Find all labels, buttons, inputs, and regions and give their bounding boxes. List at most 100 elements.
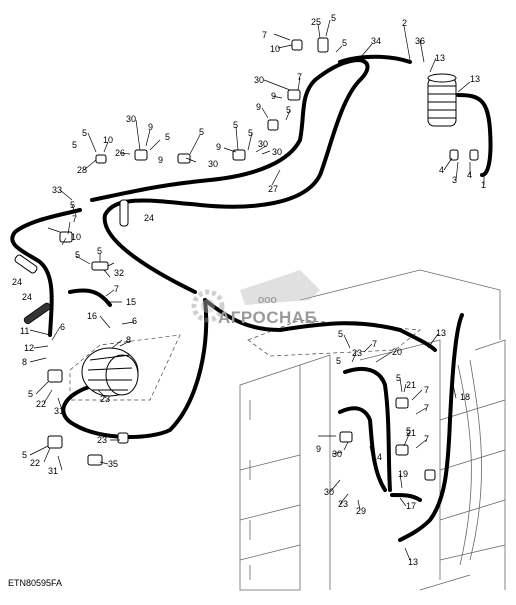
hose-33 — [10, 208, 82, 337]
callout-label: 1 — [481, 180, 486, 190]
callout-label: 17 — [406, 501, 416, 511]
watermark-prefix: ООО — [258, 296, 277, 305]
callout-label: 18 — [460, 392, 470, 402]
callout-label: 30 — [324, 487, 334, 497]
callout-label: 33 — [52, 185, 62, 195]
callout-label: 24 — [22, 292, 32, 302]
callout-label: 2 — [402, 18, 407, 28]
callout-label: 30 — [208, 159, 218, 169]
callout-label: 5 — [233, 120, 238, 130]
callout-label: 13 — [470, 74, 480, 84]
watermark-logo — [191, 270, 320, 323]
callout-label: 29 — [356, 506, 366, 516]
callout-label: 24 — [12, 277, 22, 287]
callout-label: 13 — [436, 328, 446, 338]
callout-label: 22 — [36, 399, 46, 409]
callout-label: 5 — [248, 128, 253, 138]
sleeve-24-a — [119, 199, 129, 227]
callout-label: 35 — [108, 459, 118, 469]
callout-label: 9 — [316, 444, 321, 454]
callout-label: 4 — [439, 165, 444, 175]
callout-label: 4 — [467, 170, 472, 180]
callout-label: 21 — [406, 428, 416, 438]
callout-label: 30 — [332, 449, 342, 459]
hose-1 — [456, 93, 493, 177]
callout-label: 13 — [435, 53, 445, 63]
hose-15 — [68, 288, 112, 307]
callout-label: 7 — [424, 434, 429, 444]
callout-label: 24 — [144, 213, 154, 223]
callout-label: 7 — [114, 284, 119, 294]
callout-label: 23 — [97, 435, 107, 445]
hose-27 — [90, 58, 370, 294]
callout-label: 10 — [71, 232, 81, 242]
hose-17 — [390, 493, 422, 502]
callout-label: 10 — [270, 44, 280, 54]
callout-label: 9 — [158, 155, 163, 165]
callout-label: 6 — [132, 316, 137, 326]
receiver-drier-2 — [427, 73, 457, 127]
callout-label: 5 — [406, 426, 411, 436]
callout-label: 7 — [297, 72, 302, 82]
callout-label: 5 — [396, 373, 401, 383]
watermark-text: АГРОСНАБ — [218, 308, 318, 327]
hose-20 — [343, 366, 392, 492]
callout-label: 7 — [72, 214, 77, 224]
callout-label: 12 — [24, 343, 34, 353]
callout-label: 3 — [452, 175, 457, 185]
compressor — [81, 347, 139, 397]
callout-labels: 7 25 5 10 5 34 2 36 13 30 7 13 9 9 5 30 … — [12, 13, 486, 567]
callout-label: 21 — [406, 380, 416, 390]
clamps — [47, 37, 479, 481]
hose-18 — [398, 313, 464, 542]
callout-label: 34 — [371, 36, 381, 46]
callout-label: 30 — [254, 75, 264, 85]
hose-upper-right — [203, 298, 437, 352]
callout-label: 8 — [22, 357, 27, 367]
callout-label: 14 — [372, 452, 382, 462]
callout-label: 31 — [48, 466, 58, 476]
callout-label: 5 — [28, 389, 33, 399]
callout-label: 19 — [398, 469, 408, 479]
callout-label: 13 — [408, 557, 418, 567]
sleeve-24-c — [23, 302, 51, 325]
callout-label: 5 — [22, 450, 27, 460]
callout-label: 5 — [75, 250, 80, 260]
callout-label: 8 — [126, 335, 131, 345]
callout-label: 30 — [258, 139, 268, 149]
figure-code: ETN80595FA — [8, 578, 63, 588]
callout-label: 23 — [338, 499, 348, 509]
callout-label: 5 — [286, 105, 291, 115]
callout-label: 32 — [114, 268, 124, 278]
callout-label: 28 — [77, 165, 87, 175]
sleeve-24-b — [14, 254, 38, 274]
callout-label: 15 — [126, 297, 136, 307]
callout-label: 23 — [100, 394, 110, 404]
callout-label: 31 — [54, 406, 64, 416]
callout-label: 22 — [30, 458, 40, 468]
callout-label: 30 — [272, 147, 282, 157]
hose-34 — [338, 54, 412, 64]
callout-label: 36 — [415, 36, 425, 46]
components — [14, 37, 479, 481]
callout-label: 5 — [342, 38, 347, 48]
callout-label: 5 — [199, 127, 204, 137]
callout-label: 5 — [338, 329, 343, 339]
callout-label: 26 — [115, 148, 125, 158]
callout-label: 9 — [148, 122, 153, 132]
callout-label: 5 — [97, 246, 102, 256]
callout-label: 5 — [336, 356, 341, 366]
callout-label: 9 — [216, 142, 221, 152]
callout-label: 6 — [60, 322, 65, 332]
callout-label: 16 — [87, 311, 97, 321]
callout-label: 23 — [352, 348, 362, 358]
callout-label: 25 — [311, 17, 321, 27]
callout-label: 20 — [392, 347, 402, 357]
callout-label: 7 — [372, 339, 377, 349]
hose-14 — [338, 406, 387, 492]
callout-label: 9 — [271, 91, 276, 101]
callout-label: 7 — [424, 385, 429, 395]
callout-label: 11 — [20, 326, 29, 336]
callout-label: 9 — [256, 102, 261, 112]
